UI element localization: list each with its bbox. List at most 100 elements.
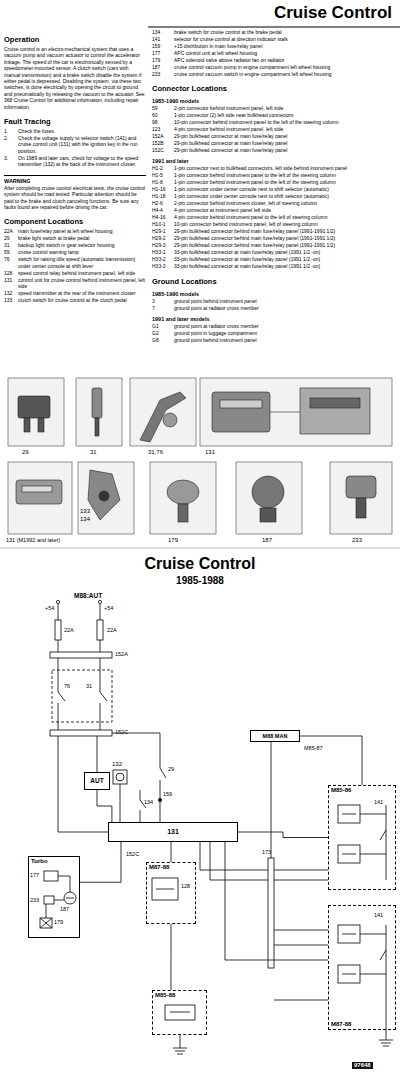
item-number: 60 [152,112,174,118]
callout-number: 159 [163,791,172,797]
list-row: 177APC control unit at left wheel housin… [152,50,396,56]
callout-number: 132 [112,761,122,768]
list-row: 131control unit for cruise control behin… [4,277,146,290]
item-number: 7 [152,305,174,311]
list-row: 3.On 1989 and later cars, check for volt… [4,155,146,168]
node-label: Turbo [31,858,48,865]
list-row: H2-62-pin connector behind instrument cl… [152,200,396,206]
item-text: 29-pin bulkhead connector at main fuse/r… [174,140,396,146]
list-row: 159+15 distribution in main fuse/relay p… [152,43,396,49]
callout-number: 233 [30,897,39,903]
item-number: G1 [152,323,174,329]
photo-callout: 179 [168,537,178,544]
wire [170,924,171,990]
item-text: 1-pin connector behind instrument panel … [174,172,396,178]
callout-number: +54 [104,605,113,611]
list-row: 134brake switch for cruise control at th… [152,29,396,35]
item-number: G8 [152,337,174,343]
photo-callout: 134 [80,516,90,523]
callout-number: 152C [115,729,128,735]
list-row: 29brake light switch at brake pedal [4,235,146,241]
diagram-heading: 1985-1988 [176,575,224,586]
component-group: M87-88 [146,862,196,924]
photo-callout: 131 (M1992 and later) [6,537,60,543]
list-row: 9810-pin connector behind instrument pan… [152,119,396,125]
list-row: H29-229-pin bulkhead connector behind ma… [152,235,396,241]
callout-number: 173 [262,849,271,855]
item-number: H2-6 [152,200,174,206]
item-number: 152B [152,140,174,146]
item-text: main fuse/relay panel at left wheel hous… [18,228,146,234]
section-heading: Component Locations [4,217,146,226]
list-row: 152A29-pin bulkhead connector at main fu… [152,133,396,139]
item-number: 123 [152,126,174,132]
item-text: 4-pin connector behind instrument panel … [174,214,396,220]
body-text: Cruise control is an electro-mechanical … [4,46,146,110]
item-text: ground point at radiator cross member [174,305,396,311]
callout-number: +54 [45,605,54,611]
item-number: 133 [4,297,18,303]
callout-number: 31 [86,683,92,689]
list-row: 152C29-pin bulkhead connector at main fu… [152,147,396,153]
item-number: H10-1 [152,221,174,227]
item-number: H1-8 [152,179,174,185]
list-row: 3ground point behind instrument panel [152,298,396,304]
node-label: M85-86 [331,787,351,794]
item-number: 22A [4,228,18,234]
item-number: 152C [152,147,174,153]
item-number: 233 [152,71,174,77]
item-text: backup light switch in gear selector hou… [18,242,146,248]
item-number: 132 [4,290,18,296]
item-text: cruise control vacuum pump in engine com… [174,64,396,70]
item-number: H29-3 [152,242,174,248]
photo-callout: 233 [352,537,362,544]
list-row: 592-pin connector behind instrument pane… [152,105,396,111]
callout-number: 29 [168,766,174,772]
component-group: M87-88 [328,905,396,1030]
callout-number: 152A [115,651,128,657]
node-label: M88 MAN [263,733,288,739]
item-number: 159 [152,43,174,49]
list-row: H29-129-pin bulkhead connector behind ma… [152,228,396,234]
callout-number: 97648 [352,1062,373,1069]
wire [97,790,112,822]
list-row: H1-81-pin connector behind instrument pa… [152,179,396,185]
callout-number: 22A [64,627,74,633]
item-text: 1-pin connector under center console nex… [174,193,396,199]
component-group: M85-88 [152,990,207,1035]
item-number: 76 [4,256,18,269]
item-number: H1-18 [152,193,174,199]
list-row: H33-233-pin bulkhead connector at main f… [152,256,396,262]
list-row: 7ground point at radiator cross member [152,305,396,311]
list-row: G8ground point behind instrument panel [152,337,396,343]
callout-number: M88:AUT [74,592,102,599]
item-text: 2-pin connector behind instrument cluste… [174,200,396,206]
item-text: ground point at radiator cross member [174,323,396,329]
item-text: 29-pin bulkhead connector behind main fu… [174,235,396,241]
wire [225,842,328,960]
item-number: H33-3 [152,263,174,269]
item-text: +15 distribution in main fuse/relay pane… [174,43,396,49]
section-heading: Operation [4,35,146,44]
list-row: G2ground point in luggage compartment [152,330,396,336]
callout-number: 134 [144,799,153,805]
photo-callout: 131 [205,449,215,456]
item-number: 1. [4,128,18,134]
wire [238,832,328,838]
list-row: 132speed transmitter at the rear of the … [4,290,146,296]
item-number: 2. [4,135,18,154]
list-row: 76switch for raising idle speed (automat… [4,256,146,269]
item-number: H33-1 [152,249,174,255]
list-row: H29-329-pin bulkhead connector behind ma… [152,242,396,248]
item-text: switch for raising idle speed (automatic… [18,256,146,269]
item-number: 134 [152,29,174,35]
diagram-heading: Cruise Control [144,555,255,573]
list-row: H10-110-pin connector behind instrument … [152,221,396,227]
item-text: 29-pin bulkhead connector at main fuse/r… [174,133,396,139]
component-box: M88 MAN [250,730,300,742]
node-label: M87-88 [331,1021,351,1028]
item-number: 98 [152,119,174,125]
item-number: 131 [4,277,18,290]
item-text: 29-pin bulkhead connector behind main fu… [174,228,396,234]
item-text: cruise control vacuum switch in engine c… [174,71,396,77]
